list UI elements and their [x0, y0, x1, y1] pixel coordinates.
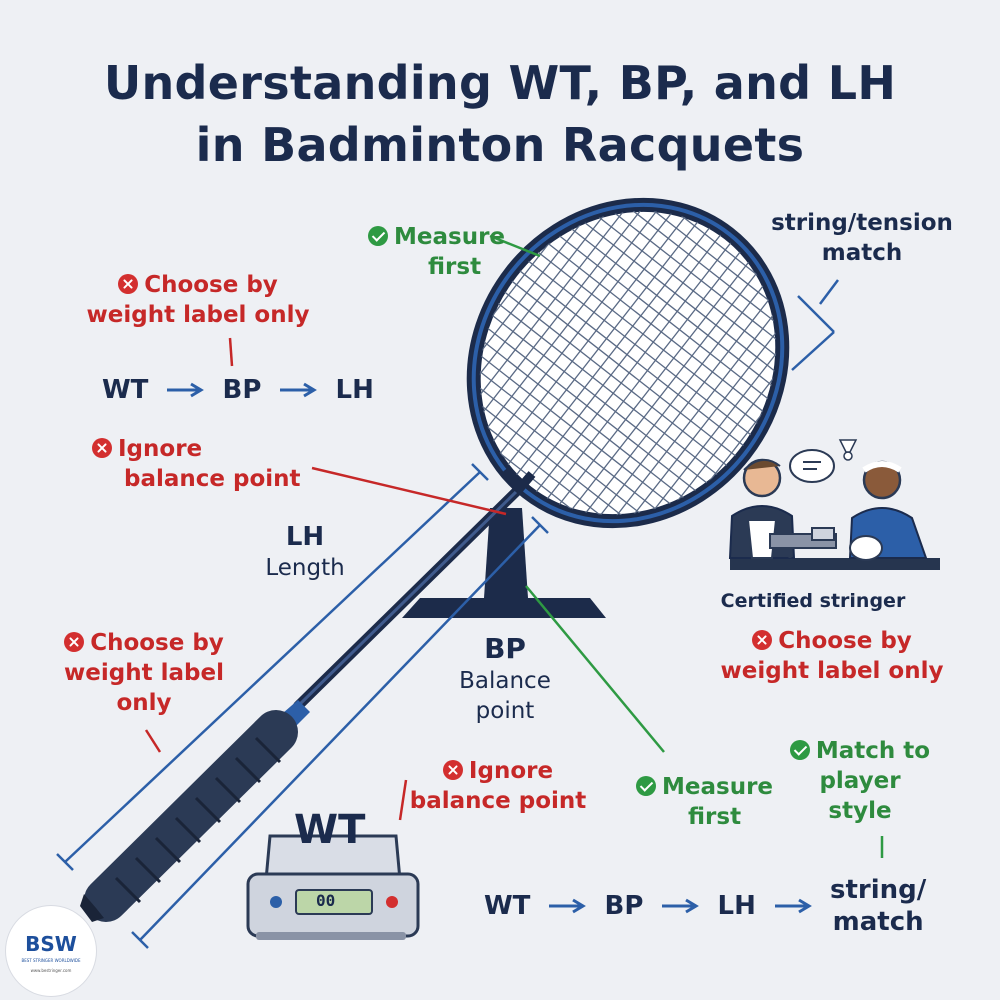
flow-top-wt: WT — [102, 374, 149, 405]
callout-string-tension-match: string/tension match — [771, 210, 953, 266]
certified-stringer-label: Certified stringer — [720, 590, 906, 612]
scale-wt-label: WT — [294, 807, 366, 853]
bsw-logo: BSW BEST STRINGER WORLDWIDE www.bestring… — [6, 906, 96, 996]
string-line — [530, 151, 838, 394]
balance-stand — [402, 508, 606, 618]
title-line-1: Understanding WT, BP, and LH — [103, 56, 897, 110]
x-circle-icon — [752, 630, 773, 650]
flow-bottom-lh: LH — [717, 891, 756, 921]
string-line — [418, 332, 726, 575]
logo-tagline: BEST STRINGER WORLDWIDE — [21, 958, 81, 963]
connector-ignore-bp-left — [311, 466, 507, 516]
flow-bottom-wt: WT — [484, 891, 531, 921]
bp-label: BP Balance point — [459, 632, 551, 725]
connector-choose-weight-top — [228, 337, 234, 367]
arrow-right-icon — [662, 898, 700, 914]
arrow-right-icon — [280, 382, 318, 397]
scale-display: 00 — [316, 891, 336, 910]
x-circle-icon — [442, 760, 463, 780]
callout-ignore-bp-bottom: Ignore balance point — [409, 758, 587, 814]
flow-top-bp: BP — [222, 374, 262, 405]
arrow-right-icon — [549, 898, 587, 914]
racquet-grip — [80, 710, 298, 922]
connector-measure-first-bottom — [525, 585, 665, 753]
callout-ignore-bp-left: Ignore balance point — [92, 434, 301, 494]
flow-top-lh: LH — [335, 374, 374, 405]
arrow-right-icon — [167, 382, 205, 397]
stringer-illustration — [728, 439, 940, 570]
flow-top: WT BP LH — [102, 374, 374, 405]
callout-choose-weight-right: Choose by weight label only — [720, 628, 944, 684]
lh-label: LH Length — [265, 522, 345, 581]
callout-measure-first-bottom: Measure first — [636, 772, 773, 832]
flow-bottom-end: string/ match — [830, 875, 927, 937]
lh-dimension-line — [56, 463, 489, 871]
check-circle-icon — [636, 776, 656, 796]
title-line-2: in Badminton Racquets — [195, 118, 805, 172]
callout-match-player-style: Match to player style — [780, 736, 940, 826]
scale-illustration — [246, 834, 420, 940]
flow-bottom: WT BP LH string/ match — [484, 874, 926, 938]
flow-bottom-bp: BP — [604, 891, 644, 921]
connector-choose-weight-left — [144, 729, 162, 753]
string-match-bracket — [791, 279, 839, 371]
x-circle-icon — [92, 438, 112, 458]
logo-url: www.bestringer.com — [30, 968, 72, 973]
callout-choose-weight-top: Choose by weight label only — [86, 272, 310, 328]
callout-choose-weight-left: Choose by weight label only — [64, 630, 224, 716]
x-circle-icon — [64, 632, 85, 652]
connector-ignore-bp-bottom — [398, 779, 408, 821]
bp-dimension-line — [131, 516, 549, 949]
check-circle-icon — [368, 226, 388, 246]
page-title: Understanding WT, BP, and LH in Badminto… — [0, 52, 1000, 176]
connector-measure-first-top — [489, 234, 541, 258]
check-circle-icon — [789, 740, 810, 760]
callout-measure-first-top: Measure first — [368, 222, 505, 282]
arrow-right-icon — [774, 898, 812, 914]
x-circle-icon — [118, 274, 139, 294]
logo-brand: BSW — [25, 932, 77, 956]
